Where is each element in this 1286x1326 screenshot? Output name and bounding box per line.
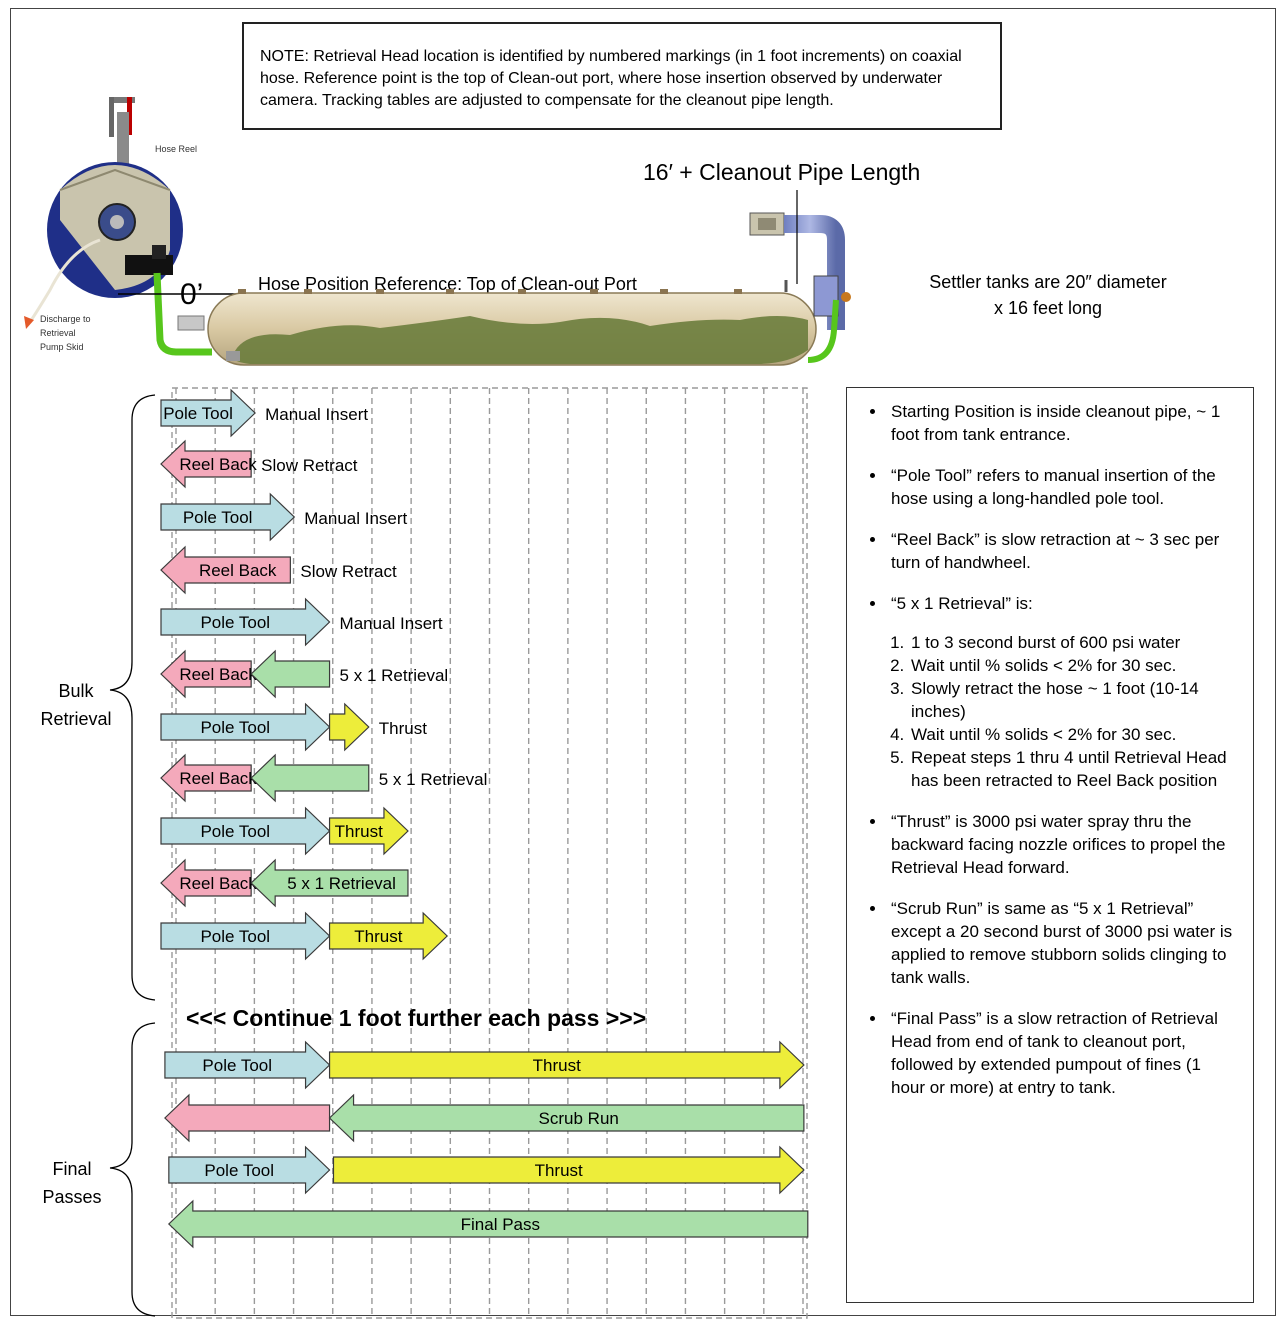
pole-tool-label: Pole Tool [200,718,270,737]
bulk-brace [109,394,156,1001]
retrieval-step: Slowly retract the hose ~ 1 foot (10-14 … [909,677,1239,723]
final-label-2: Passes [42,1187,101,1207]
reel-back-arrow [160,753,252,803]
reel-back-label: Reel Back [179,874,257,893]
row-side-label: Thrust [379,719,427,738]
note-text: NOTE: Retrieval Head location is identif… [260,48,962,109]
zero-label: 0’ [180,278,203,311]
settler-line-1: Settler tanks are 20″ diameter [929,272,1167,292]
retrieval-step: 1 to 3 second burst of 600 psi water [909,631,1239,654]
pole-tool-arrow [160,388,256,438]
pole-tool-arrow [160,911,331,961]
discharge-label-2: Retrieval [40,328,76,338]
pole-tool-label: Pole Tool [204,1161,274,1180]
retrieval-step: Wait until % solids < 2% for 30 sec. [909,654,1239,677]
row-side-label: Manual Insert [304,509,407,528]
retrieval-label: Final Pass [461,1215,540,1234]
legend-box: Starting Position is inside cleanout pip… [846,387,1254,1303]
cleanout-pipe [749,212,851,363]
reel-back-arrow [164,1093,331,1143]
retrieval-arrow [250,649,331,699]
thrust-arrow [328,911,449,961]
discharge-label-1: Discharge to [40,314,91,324]
reel-back-label: Reel Back [199,561,277,580]
bulk-label-1: Bulk [58,681,94,701]
row-side-label: 5 x 1 Retrieval [379,770,488,789]
thrust-label: Thrust [335,822,383,841]
legend-item-scrub-run: “Scrub Run” is same as “5 x 1 Retrieval”… [887,897,1239,989]
row-side-label: Manual Insert [340,614,443,633]
discharge-label-3: Pump Skid [40,342,84,352]
reel-back-label: Reel Back [179,769,257,788]
retrieval-step: Wait until % solids < 2% for 30 sec. [909,723,1239,746]
thrust-arrow [328,806,409,856]
diagram-frame [10,8,1276,1316]
settler-tank [207,289,817,366]
grid-border [171,387,808,1319]
length-label: 16′ + Cleanout Pipe Length [643,159,920,185]
note-box: NOTE: Retrieval Head location is identif… [242,22,1002,130]
legend-item-reel-back: “Reel Back” is slow retraction at ~ 3 se… [887,528,1239,574]
legend-item-pole-tool: “Pole Tool” refers to manual insertion o… [887,464,1239,510]
hose-reel-label: Hose Reel [155,144,197,154]
pole-tool-label: Pole Tool [183,508,253,527]
tank-inlet-fitting [177,315,205,331]
settler-line-2: x 16 feet long [994,298,1102,318]
pole-tool-label: Pole Tool [200,613,270,632]
pole-tool-arrow [160,702,331,752]
pole-tool-arrow [164,1040,331,1090]
pole-tool-label: Pole Tool [202,1056,272,1075]
thrust-arrow [332,1145,805,1195]
pole-tool-arrow [160,492,296,542]
pole-tool-arrow [160,806,331,856]
final-label-1: Final [52,1159,91,1179]
pole-tool-arrow [160,597,331,647]
retrieval-arrow [250,858,409,908]
pole-tool-label: Pole Tool [200,822,270,841]
reel-back-arrow [160,858,252,908]
thrust-label: Thrust [354,927,402,946]
pole-tool-label: Pole Tool [163,404,233,423]
reel-back-label: Reel Back [179,665,257,684]
supply-hose [153,272,212,356]
thrust-arrow [328,1040,805,1090]
legend-item-retrieval: “5 x 1 Retrieval” is: 1 to 3 second burs… [887,592,1239,792]
final-brace [109,1022,156,1317]
thrust-label: Thrust [533,1056,581,1075]
pole-tool-label: Pole Tool [200,927,270,946]
legend-item-thrust: “Thrust” is 3000 psi water spray thru th… [887,810,1239,879]
retrieval-arrow [328,1093,805,1143]
bulk-label-2: Retrieval [40,709,111,729]
reel-back-label: Reel Back [179,455,257,474]
continue-label: <<< Continue 1 foot further each pass >>… [186,1005,646,1031]
reel-back-arrow [160,545,291,595]
row-side-label: Manual Insert [265,405,368,424]
thrust-arrow [328,702,370,752]
hose-reel [24,97,183,329]
retrieval-label: 5 x 1 Retrieval [287,874,396,893]
retrieval-step: Repeat steps 1 thru 4 until Retrieval He… [909,746,1239,792]
legend-item-starting: Starting Position is inside cleanout pip… [887,400,1239,446]
row-side-label: 5 x 1 Retrieval [340,666,449,685]
retrieval-arrow [250,753,370,803]
legend-item-final-pass: “Final Pass” is a slow retraction of Ret… [887,1007,1239,1099]
row-side-label: Slow Retract [261,456,358,475]
row-side-label: Slow Retract [300,562,397,581]
position-reference-label: Hose Position Reference: Top of Clean-ou… [258,274,637,294]
retrieval-arrow [167,1199,809,1249]
reel-back-arrow [160,649,252,699]
thrust-label: Thrust [535,1161,583,1180]
reel-back-arrow [160,439,252,489]
pole-tool-arrow [168,1145,331,1195]
retrieval-label: Scrub Run [539,1109,619,1128]
